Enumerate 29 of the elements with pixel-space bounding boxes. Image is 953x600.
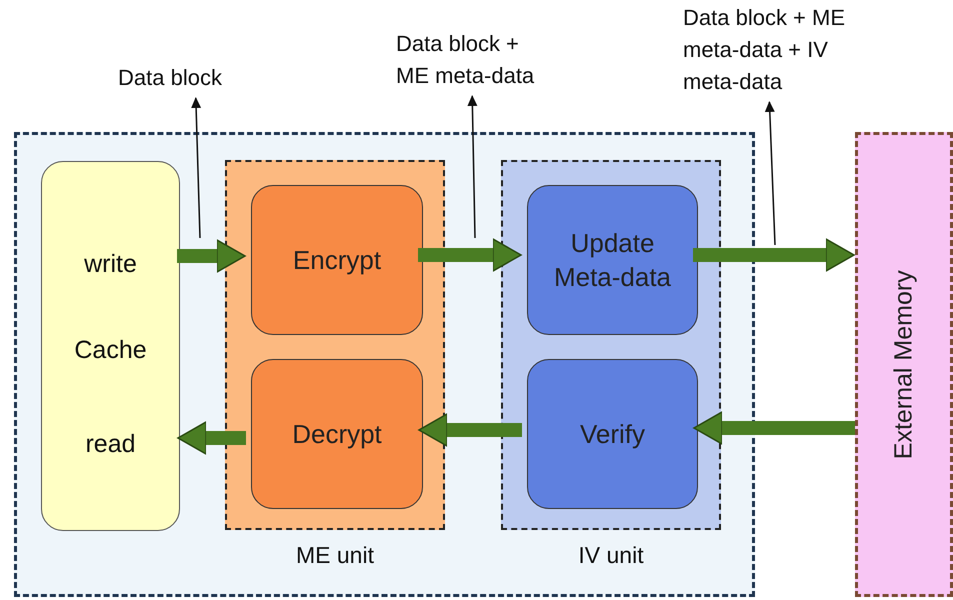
process-box [527, 359, 698, 509]
process-box [251, 185, 423, 335]
flow-arrow [177, 239, 246, 273]
leader-line [191, 97, 202, 238]
cache-box [41, 161, 180, 531]
port-label: read [85, 429, 136, 460]
node-label: Update Meta-data [552, 227, 672, 294]
node-label: External Memory [888, 270, 918, 459]
leader-line [764, 101, 776, 246]
process-box [527, 185, 698, 335]
node-label: Cache [74, 335, 147, 366]
group-label: IV unit [578, 541, 644, 570]
process-box [251, 359, 423, 509]
flow-arrow [693, 411, 855, 445]
memory-box [855, 132, 953, 597]
node-label: Encrypt [292, 244, 382, 277]
flow-arrow [177, 421, 246, 455]
annotation-text: Data block + ME meta-data [396, 30, 536, 90]
flow-arrow [693, 238, 855, 272]
node-label: Decrypt [292, 418, 382, 451]
system-boundary [14, 132, 755, 597]
annotation-text: Data block + ME meta-data + IV meta-data [683, 4, 846, 96]
annotation-text: Data block [118, 64, 223, 92]
flow-arrow [418, 413, 522, 447]
group-label: ME unit [296, 541, 374, 570]
node-label: Verify [580, 418, 646, 451]
flow-arrow [418, 238, 522, 272]
leader-line [467, 95, 478, 238]
port-label: write [84, 249, 137, 280]
